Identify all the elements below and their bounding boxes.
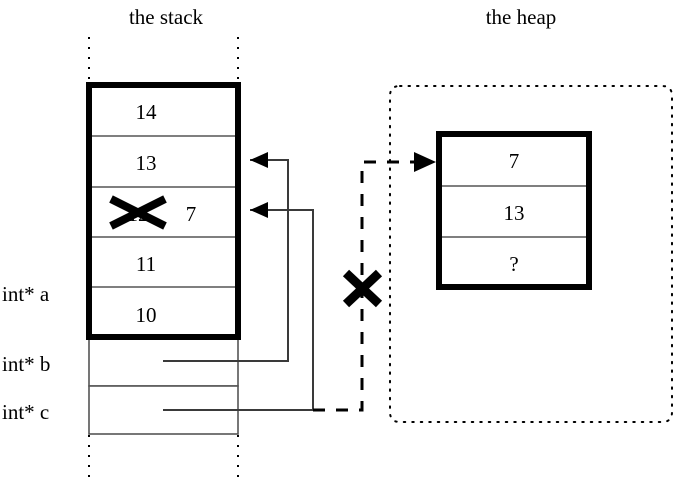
strike-x-on-heap-pointer: [342, 269, 383, 308]
heap-region-boundary: [389, 85, 673, 423]
pointer-b-to-stack-13: [163, 152, 289, 362]
stack-cell-10-value: 10: [136, 303, 157, 327]
var-label-a: int* a: [2, 282, 50, 306]
var-label-c: int* c: [2, 400, 49, 424]
stack-cell-13-value: 13: [136, 151, 157, 175]
heap-cell-13-value: 13: [504, 201, 525, 225]
heap-cell-unknown-value: ?: [509, 252, 518, 276]
stack-frame-box: [86, 82, 241, 340]
stack-cell-11-value: 11: [136, 252, 156, 276]
pointer-c-to-stack-12: [163, 202, 314, 411]
strike-x-on-stack-value: [109, 195, 167, 230]
var-label-b: int* b: [2, 352, 50, 376]
stack-cell-12-replacement-value: 7: [186, 202, 197, 226]
heap-block-box: [436, 131, 592, 290]
heap-cell-7-value: 7: [509, 149, 520, 173]
stack-cell-14-value: 14: [136, 100, 158, 124]
stack-title: the stack: [129, 5, 204, 29]
heap-title: the heap: [486, 5, 557, 29]
